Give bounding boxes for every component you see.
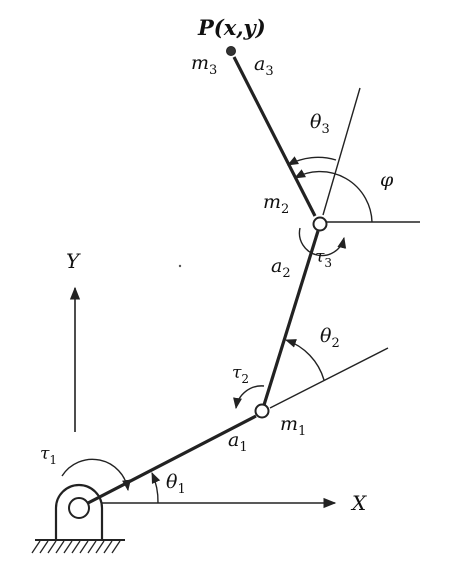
joint-m1 (254, 403, 270, 419)
link-label-a2: a2 (271, 255, 291, 281)
joint-m2 (312, 216, 328, 232)
joints (226, 46, 328, 419)
tau3-arc (298, 227, 347, 257)
phi-arc (294, 169, 373, 223)
theta2-arc (284, 339, 325, 381)
tau2-arc (233, 385, 265, 410)
link-label-a1: a1 (228, 429, 248, 455)
reference-lines (269, 87, 420, 409)
mass-label-m3: m3 (191, 52, 217, 78)
base-support (54, 483, 104, 540)
link-1 (87, 414, 257, 505)
angle-label-theta2: θ2 (320, 325, 340, 351)
torque-label-tau3: τ3 (315, 247, 332, 270)
torque-label-tau2: τ2 (232, 363, 249, 386)
theta3-reference (322, 87, 361, 216)
angle-label-theta1: θ1 (166, 471, 186, 497)
theta1-arc (151, 471, 161, 504)
labels: P(x,y) m3 a3 θ3 φ m2 τ3 a2 θ2 τ2 m1 a1 τ… (40, 15, 394, 497)
y-axis-label: Y (66, 249, 81, 273)
end-effector-point (226, 46, 236, 56)
base-pin (68, 497, 90, 519)
theta3-arc (287, 156, 337, 166)
x-axis-label: X (350, 491, 367, 515)
theta2-reference (269, 347, 389, 409)
angle-label-phi: φ (380, 169, 394, 191)
tau1-arc (61, 458, 131, 492)
link-label-a3: a3 (254, 53, 274, 79)
mass-label-m2: m2 (263, 191, 289, 217)
end-effector-label: P(x,y) (197, 15, 266, 40)
torque-label-tau1: τ1 (40, 444, 57, 467)
link-3 (232, 56, 317, 217)
ground (31, 539, 125, 554)
links (87, 56, 320, 505)
mass-label-m1: m1 (280, 413, 306, 439)
angle-label-theta3: θ3 (310, 111, 330, 137)
stray-dot (178, 264, 182, 268)
axes: Y X (66, 249, 367, 515)
angle-arcs (61, 156, 373, 504)
link-2 (262, 230, 320, 406)
